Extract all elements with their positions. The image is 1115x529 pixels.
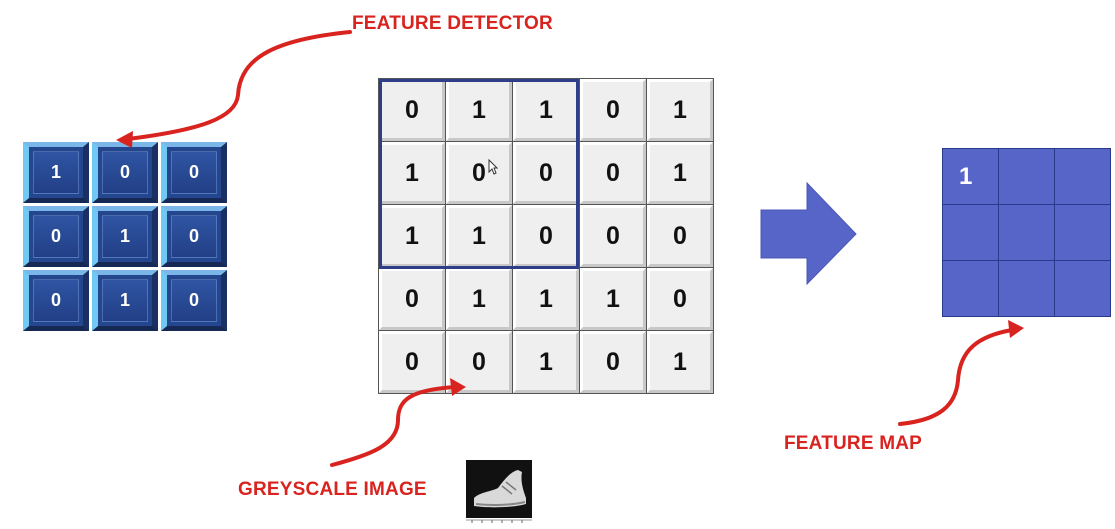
image-cell: 0 bbox=[647, 268, 713, 330]
detector-cell-value: 1 bbox=[119, 290, 130, 310]
image-cell-value: 0 bbox=[405, 95, 419, 124]
image-cell-value: 1 bbox=[472, 95, 486, 124]
detector-cell-value: 1 bbox=[119, 226, 130, 246]
detector-cell: 0 bbox=[23, 270, 89, 331]
image-cell: 1 bbox=[647, 331, 713, 393]
image-cell: 0 bbox=[580, 205, 646, 267]
feature-map-cell-value: 1 bbox=[959, 163, 973, 190]
image-cell-value: 0 bbox=[539, 221, 553, 250]
detector-cell-value: 0 bbox=[188, 226, 199, 246]
feature-detector-grid: 1 0 0 0 1 0 0 1 0 bbox=[23, 142, 227, 331]
curved-arrow-icon bbox=[330, 378, 466, 467]
image-cell: 1 bbox=[513, 331, 579, 393]
image-cell-value: 0 bbox=[673, 284, 687, 313]
feature-map-cell bbox=[1055, 261, 1110, 316]
image-cell: 1 bbox=[647, 79, 713, 141]
image-cell: 1 bbox=[513, 79, 579, 141]
feature-map-cell bbox=[999, 205, 1054, 260]
image-cell: 0 bbox=[580, 79, 646, 141]
image-cell-value: 0 bbox=[606, 221, 620, 250]
feature-map-cell bbox=[943, 205, 998, 260]
feature-map-grid: 1 bbox=[942, 148, 1111, 317]
mouse-pointer-icon bbox=[488, 158, 499, 180]
feature-map-cell bbox=[943, 261, 998, 316]
image-cell-value: 0 bbox=[606, 95, 620, 124]
detector-cell: 1 bbox=[23, 142, 89, 203]
detector-cell: 0 bbox=[161, 142, 227, 203]
image-cell-value: 0 bbox=[405, 284, 419, 313]
feature-map-cell bbox=[999, 261, 1054, 316]
image-cell: 0 bbox=[513, 142, 579, 204]
detector-cell: 1 bbox=[92, 206, 158, 267]
image-cell: 0 bbox=[580, 331, 646, 393]
image-cell: 0 bbox=[647, 205, 713, 267]
image-cell: 1 bbox=[446, 268, 512, 330]
image-cell-value: 0 bbox=[606, 158, 620, 187]
image-cell-value: 1 bbox=[539, 347, 553, 376]
detector-cell: 1 bbox=[92, 270, 158, 331]
greyscale-image-grid: 0 1 1 0 1 1 0 0 0 1 1 1 0 0 0 0 1 1 1 0 0 0 1 0 1 bbox=[378, 78, 714, 394]
image-cell-value: 1 bbox=[472, 284, 486, 313]
image-cell-value: 0 bbox=[472, 347, 486, 376]
image-cell-value: 1 bbox=[606, 284, 620, 313]
image-cell: 0 bbox=[580, 142, 646, 204]
detector-cell: 0 bbox=[92, 142, 158, 203]
feature-map-cell bbox=[999, 149, 1054, 204]
shoe-thumbnail-icon bbox=[462, 458, 536, 529]
image-cell-value: 0 bbox=[539, 158, 553, 187]
image-cell-value: 1 bbox=[673, 95, 687, 124]
image-cell: 0 bbox=[379, 331, 445, 393]
image-cell-value: 1 bbox=[673, 158, 687, 187]
feature-detector-label: FEATURE DETECTOR bbox=[352, 13, 553, 34]
image-cell-value: 1 bbox=[673, 347, 687, 376]
greyscale-image-label: GREYSCALE IMAGE bbox=[238, 479, 427, 500]
feature-map-cell bbox=[1055, 149, 1110, 204]
image-cell-value: 0 bbox=[405, 347, 419, 376]
image-cell-value: 0 bbox=[673, 221, 687, 250]
image-cell: 1 bbox=[446, 79, 512, 141]
image-cell: 1 bbox=[513, 268, 579, 330]
detector-cell-value: 0 bbox=[50, 290, 61, 310]
image-cell-value: 1 bbox=[405, 158, 419, 187]
feature-map-cell: 1 bbox=[943, 149, 998, 204]
image-cell: 1 bbox=[647, 142, 713, 204]
image-cell: 1 bbox=[379, 142, 445, 204]
image-cell: 1 bbox=[580, 268, 646, 330]
image-cell-value: 0 bbox=[472, 158, 486, 187]
image-cell: 1 bbox=[446, 205, 512, 267]
image-cell: 0 bbox=[379, 268, 445, 330]
curved-arrow-icon bbox=[116, 30, 352, 148]
detector-cell: 0 bbox=[23, 206, 89, 267]
detector-cell-value: 1 bbox=[50, 162, 61, 182]
detector-cell-value: 0 bbox=[188, 162, 199, 182]
curved-arrow-icon bbox=[898, 320, 1024, 426]
image-cell-value: 1 bbox=[405, 221, 419, 250]
detector-cell: 0 bbox=[161, 206, 227, 267]
detector-cell-value: 0 bbox=[50, 226, 61, 246]
image-cell-value: 1 bbox=[539, 95, 553, 124]
feature-map-cell bbox=[1055, 205, 1110, 260]
detector-cell: 0 bbox=[161, 270, 227, 331]
right-arrow-icon bbox=[760, 181, 857, 286]
image-cell-value: 0 bbox=[606, 347, 620, 376]
detector-cell-value: 0 bbox=[188, 290, 199, 310]
image-cell-value: 1 bbox=[472, 221, 486, 250]
image-cell-value: 1 bbox=[539, 284, 553, 313]
feature-map-label: FEATURE MAP bbox=[784, 433, 923, 454]
image-cell: 0 bbox=[446, 142, 512, 204]
detector-cell-value: 0 bbox=[119, 162, 130, 182]
